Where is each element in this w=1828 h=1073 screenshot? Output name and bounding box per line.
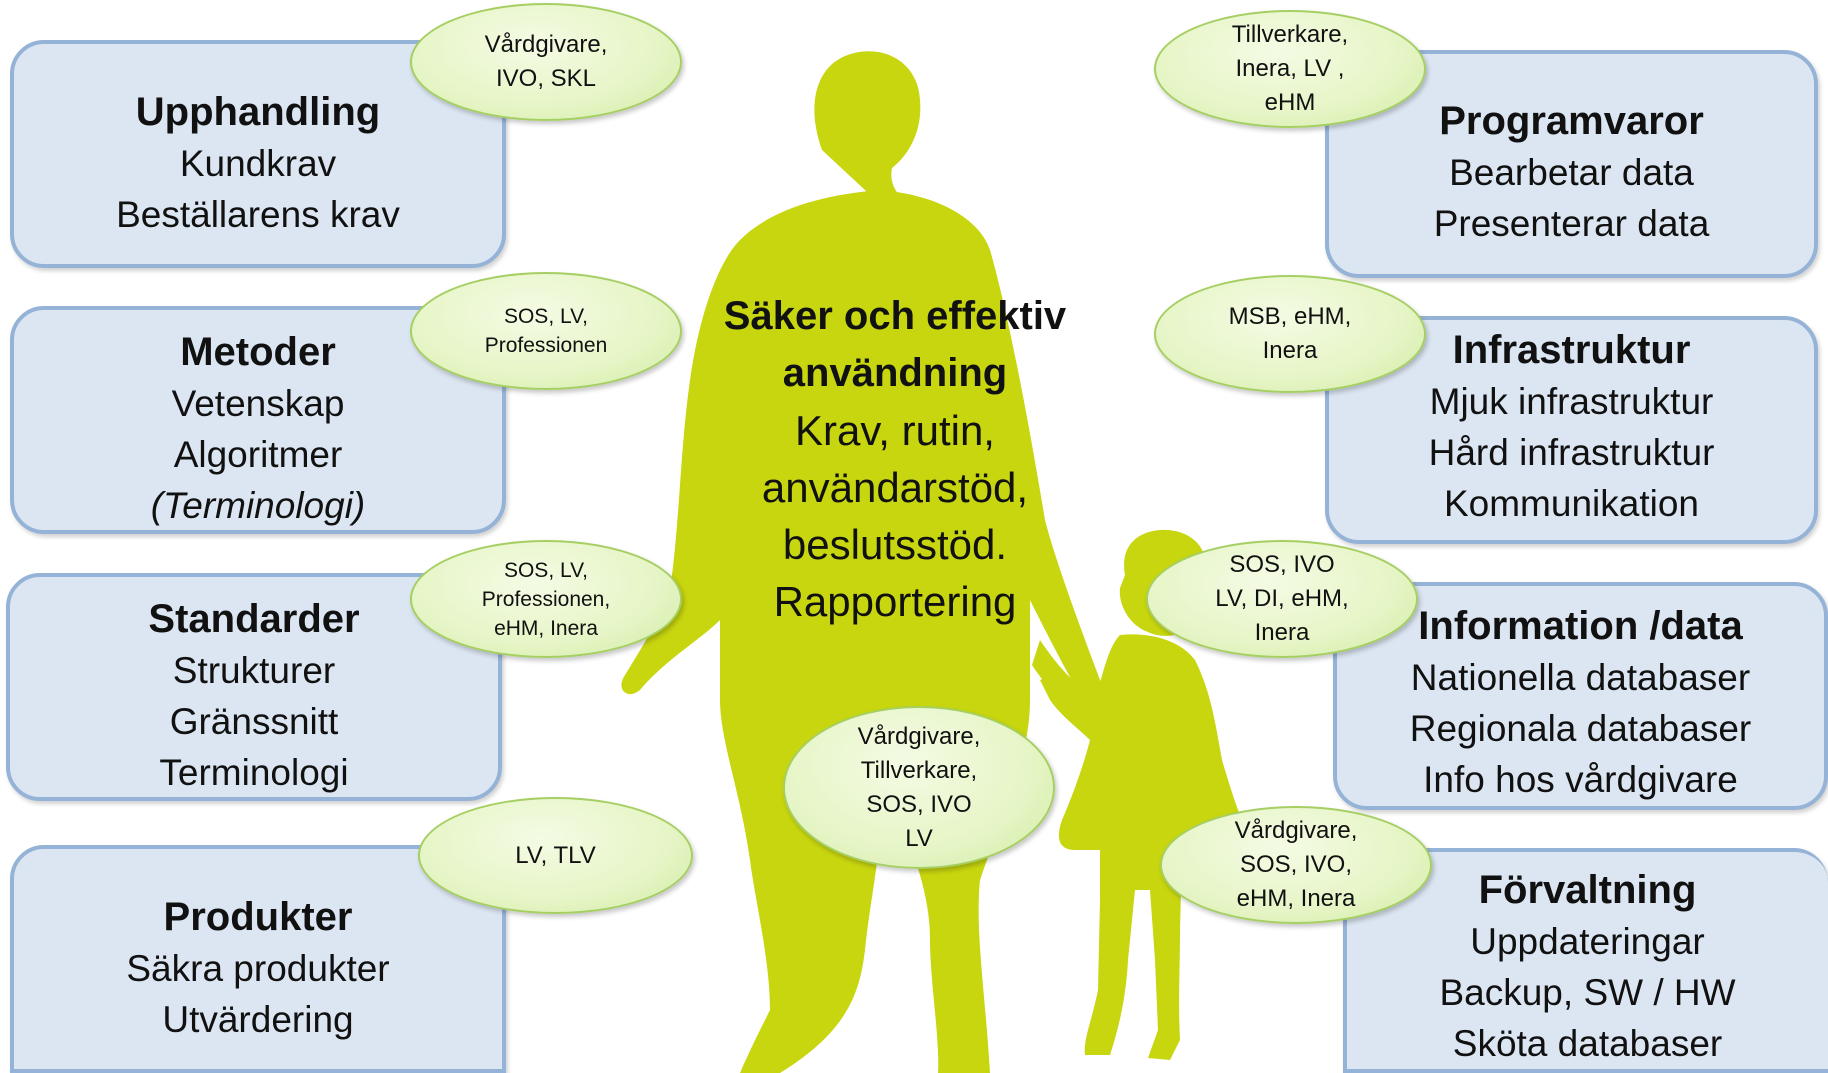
box-line: Hård infrastruktur [1428, 432, 1715, 473]
oval-line: Professionen [484, 334, 608, 357]
oval-line: eHM, Inera [494, 616, 598, 640]
box-title: Produkter [163, 895, 353, 939]
stakeholder-oval: SOS, LV, Professionen [410, 272, 682, 390]
oval-line: LV, TLV [515, 841, 596, 869]
standarder-box: Standarder Strukturer Gränssnitt Termino… [6, 573, 502, 801]
stakeholder-oval: SOS, IVO LV, DI, eHM, Inera [1146, 540, 1418, 658]
oval-line: Inera [1254, 619, 1310, 646]
box-title: Programvaror [1439, 99, 1704, 143]
infrastruktur-box: Infrastruktur Mjuk infrastruktur Hård in… [1325, 316, 1818, 544]
central-usage-text: Säker och effektiv användning Krav, ruti… [690, 288, 1100, 630]
oval-line: eHM, Inera [1236, 885, 1356, 912]
oval-line: SOS, IVO [1229, 551, 1335, 578]
box-line: Mjuk infrastruktur [1429, 381, 1714, 422]
box-line: Terminologi [159, 752, 349, 793]
oval-line: Inera [1262, 337, 1318, 364]
oval-line: SOS, IVO, [1239, 851, 1353, 878]
box-title: Infrastruktur [1452, 328, 1691, 372]
child-body [1040, 634, 1241, 1060]
oval-line: LV, DI, eHM, [1215, 585, 1349, 612]
stakeholder-oval: MSB, eHM, Inera [1154, 275, 1426, 393]
stakeholder-oval: LV, TLV [418, 797, 693, 914]
center-line: beslutsstöd. [782, 521, 1008, 568]
oval-line: Tillverkare, [860, 756, 978, 784]
box-line: Nationella databaser [1410, 657, 1751, 698]
oval-line: SOS, LV, [503, 558, 589, 582]
oval-line: Vårdgivare, [1234, 817, 1358, 844]
center-line: Rapportering [773, 578, 1017, 625]
oval-line: Professionen, [481, 587, 611, 611]
box-line: Strukturer [172, 650, 336, 691]
box-title: Förvaltning [1478, 868, 1697, 912]
stakeholder-oval: Vårdgivare, IVO, SKL [410, 3, 682, 121]
adult-head [814, 51, 921, 205]
box-line: Presenterar data [1433, 203, 1710, 244]
oval-line: eHM [1264, 89, 1316, 116]
hand-link [1032, 640, 1100, 720]
box-line: Beställarens krav [116, 194, 400, 235]
metoder-box: Metoder Vetenskap Algoritmer (Terminolog… [10, 306, 506, 534]
stakeholder-oval: SOS, LV, Professionen, eHM, Inera [410, 540, 682, 658]
oval-line: Vårdgivare, [857, 722, 981, 750]
oval-line: Tillverkare, [1231, 21, 1349, 48]
box-line: Sköta databaser [1452, 1023, 1723, 1064]
center-title-line: Säker och effektiv [723, 294, 1067, 338]
oval-line: Vårdgivare, [484, 31, 608, 58]
box-line: Uppdateringar [1470, 921, 1705, 962]
box-title: Metoder [180, 330, 336, 374]
box-title: Upphandling [135, 90, 381, 134]
stakeholder-oval: Vårdgivare, Tillverkare, SOS, IVO LV [783, 706, 1055, 869]
box-line: Bearbetar data [1449, 152, 1694, 193]
stakeholder-oval: Tillverkare, Inera, LV , eHM [1154, 10, 1426, 128]
box-line: Algoritmer [173, 434, 343, 475]
box-line: Backup, SW / HW [1439, 972, 1736, 1013]
oval-line: SOS, LV, [503, 305, 589, 328]
box-line: Utvärdering [162, 999, 354, 1040]
forvaltning-box: Förvaltning Uppdateringar Backup, SW / H… [1343, 848, 1828, 1073]
box-line: Regionala databaser [1409, 708, 1752, 749]
produkter-box: Produkter Säkra produkter Utvärdering [10, 845, 506, 1073]
box-line: Vetenskap [171, 383, 345, 424]
oval-line: LV [905, 824, 933, 852]
oval-line: MSB, eHM, [1228, 303, 1352, 330]
oval-line: Inera, LV , [1235, 55, 1345, 82]
box-line: Kundkrav [179, 143, 337, 184]
information-data-box: Information /data Nationella databaser R… [1333, 582, 1828, 810]
center-title-line: användning [782, 351, 1008, 395]
center-line: användarstöd, [761, 464, 1029, 511]
box-line: Kommunikation [1443, 483, 1699, 524]
box-line: Säkra produkter [126, 948, 390, 989]
center-line: Krav, rutin, [795, 407, 995, 454]
box-title: Standarder [148, 597, 360, 641]
box-line: Info hos vårdgivare [1423, 759, 1738, 800]
box-line-italic: (Terminologi) [150, 485, 366, 526]
box-line: Gränssnitt [169, 701, 339, 742]
oval-line: SOS, IVO [866, 790, 972, 818]
stakeholder-oval: Vårdgivare, SOS, IVO, eHM, Inera [1160, 806, 1432, 924]
oval-line: IVO, SKL [495, 65, 597, 92]
box-title: Information /data [1418, 604, 1743, 648]
